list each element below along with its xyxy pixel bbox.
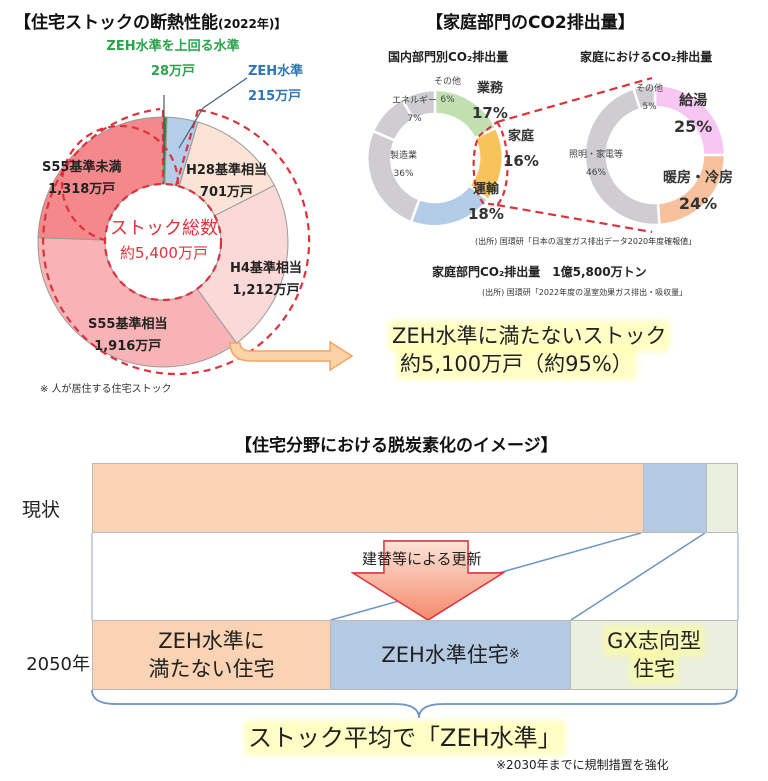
- sector-co2-donut: [365, 88, 505, 228]
- heating-value: 24%: [678, 194, 718, 213]
- household-highlight-outline: [472, 120, 509, 207]
- above-zeh-callout: ZEH水準を上回る水準 28万戸: [88, 35, 258, 79]
- segment-s55-below: [37, 116, 164, 241]
- stock-donut: [37, 116, 289, 368]
- s55-equiv-value: 1,916万戸: [94, 339, 162, 354]
- stock-title-text: 【住宅ストックの断熱性能: [14, 13, 218, 33]
- label-h28: H28基準相当 701万戸: [186, 160, 267, 204]
- s55-equiv-name: S55基準相当: [88, 317, 168, 332]
- h28-value: 701万戸: [199, 185, 254, 200]
- stock-title-year: (2022年)】: [218, 17, 287, 31]
- current-zeh-segment: [643, 464, 706, 532]
- cell-zeh: ZEH水準住宅※: [331, 620, 571, 690]
- h28-name: H28基準相当: [186, 163, 267, 178]
- household-value: 16%: [503, 152, 539, 170]
- arrow-message: ZEH水準に満たないストック 約5,100万戸（約95%）: [392, 322, 667, 378]
- conclusion-text: ストック平均で「ZEH水準」: [248, 724, 562, 752]
- h4-name: H4基準相当: [230, 261, 302, 276]
- label-commercial: 業務 17%: [472, 77, 508, 125]
- non-zeh-dashed-outline: [42, 107, 311, 376]
- label-hot-water: 給湯 25%: [674, 88, 712, 140]
- renewal-label: 建替等による更新: [362, 550, 482, 568]
- manufacturing-value: 36%: [393, 169, 414, 179]
- sector-chart-title: 国内部門別CO₂排出量: [388, 50, 509, 64]
- stock-footnote: ※ 人が居住する住宅ストック: [40, 384, 172, 395]
- other2-value: 5%: [642, 102, 657, 112]
- center-label: ストック総数: [110, 218, 218, 239]
- center-value: 約5,400万戸: [120, 244, 208, 262]
- zeh-house-label: ZEH水準住宅: [381, 643, 509, 667]
- co2-total-label: 家庭部門CO₂排出量 1億5,800万トン: [432, 265, 647, 279]
- conclusion: ストック平均で「ZEH水準」: [248, 718, 562, 753]
- current-bar: [92, 463, 738, 533]
- gx-expand-line: [570, 532, 706, 621]
- energy-name: エネルギー: [392, 96, 438, 106]
- zeh-callout: ZEH水準 215万戸: [248, 60, 303, 104]
- other2-name: その他: [636, 84, 664, 94]
- cell-below-zeh: ZEH水準に満たない住宅: [92, 620, 331, 690]
- other-value: 6%: [440, 95, 455, 105]
- transport-value: 18%: [468, 205, 504, 223]
- h4-value: 1,212万戸: [232, 283, 300, 298]
- label-s55-equiv: S55基準相当 1,916万戸: [88, 314, 167, 358]
- row-2050-label: 2050年: [26, 654, 90, 675]
- label-heating: 暖房・冷房 24%: [663, 165, 733, 217]
- hot-water-name: 給湯: [679, 93, 708, 109]
- manufacturing-name: 製造業: [390, 151, 418, 161]
- donut-center: ストック総数 約5,400万戸: [106, 214, 222, 263]
- row-current-label: 現状: [22, 499, 61, 521]
- s55-below-name: S55基準未満: [42, 160, 122, 175]
- message-line2: 約5,100万戸（約95%）: [400, 352, 633, 376]
- gx-line1: GX志向型: [607, 629, 701, 653]
- label-lighting: 照明・家電等 46%: [569, 146, 623, 182]
- zeh-leader: [202, 77, 248, 109]
- slice-lighting: [583, 86, 661, 227]
- hot-water-value: 25%: [674, 117, 713, 136]
- s55-below-value: 1,318万戸: [48, 182, 116, 197]
- decarbonization-title: 【住宅分野における脱炭素化のイメージ】: [235, 436, 558, 456]
- message-line1: ZEH水準に満たないストック: [392, 324, 667, 348]
- zeh-value: 215万戸: [248, 89, 302, 104]
- transport-name: 運輸: [472, 182, 499, 197]
- above-zeh-value: 28万戸: [150, 64, 196, 79]
- bracket-brace: [91, 689, 738, 719]
- cell-gx: GX志向型住宅: [571, 620, 738, 690]
- label-other: その他 6%: [434, 73, 461, 109]
- label-s55-below: S55基準未満 1,318万戸: [42, 157, 121, 201]
- regulation-footnote: ※2030年までに規制措置を強化: [496, 758, 669, 772]
- co2-section-title: 【家庭部門のCO2排出量】: [426, 13, 635, 33]
- label-transport: 運輸 18%: [468, 178, 504, 226]
- source-2: (出所) 国環研「2022年度の温室効果ガス排出・吸収量」: [482, 288, 688, 297]
- household-chart-title: 家庭におけるCO₂排出量: [580, 50, 713, 64]
- orange-arrow: [229, 340, 354, 372]
- heating-name: 暖房・冷房: [663, 170, 733, 186]
- current-gx-segment: [706, 464, 737, 532]
- slice-other: [400, 88, 437, 122]
- slice-other2: [631, 83, 657, 111]
- above-zeh-label: ZEH水準を上回る水準: [106, 39, 240, 54]
- commercial-value: 17%: [472, 104, 508, 122]
- other-name: その他: [434, 77, 462, 87]
- current-below-zeh-segment: [93, 464, 643, 532]
- lighting-name: 照明・家電等: [569, 150, 624, 160]
- household-co2-donut: [583, 83, 727, 227]
- energy-value: 7%: [407, 114, 422, 124]
- label-household: 家庭 16%: [503, 125, 539, 173]
- below-zeh-line2: 満たない住宅: [148, 657, 275, 681]
- source-1: (出所) 国環研「日本の温室ガス排出データ2020年度確報値」: [475, 237, 697, 246]
- lighting-value: 46%: [586, 168, 607, 178]
- below-zeh-line1: ZEH水準に: [158, 629, 265, 653]
- stock-section-title: 【住宅ストックの断熱性能(2022年)】: [14, 8, 286, 33]
- gx-line2: 住宅: [632, 657, 675, 681]
- commercial-name: 業務: [476, 81, 503, 96]
- zeh-label: ZEH水準: [248, 64, 304, 79]
- label-energy: エネルギー 7%: [392, 92, 437, 128]
- label-other2: その他 5%: [636, 80, 663, 116]
- household-name: 家庭: [507, 129, 534, 144]
- label-h4: H4基準相当 1,212万戸: [230, 258, 302, 302]
- label-manufacturing: 製造業 36%: [390, 147, 417, 183]
